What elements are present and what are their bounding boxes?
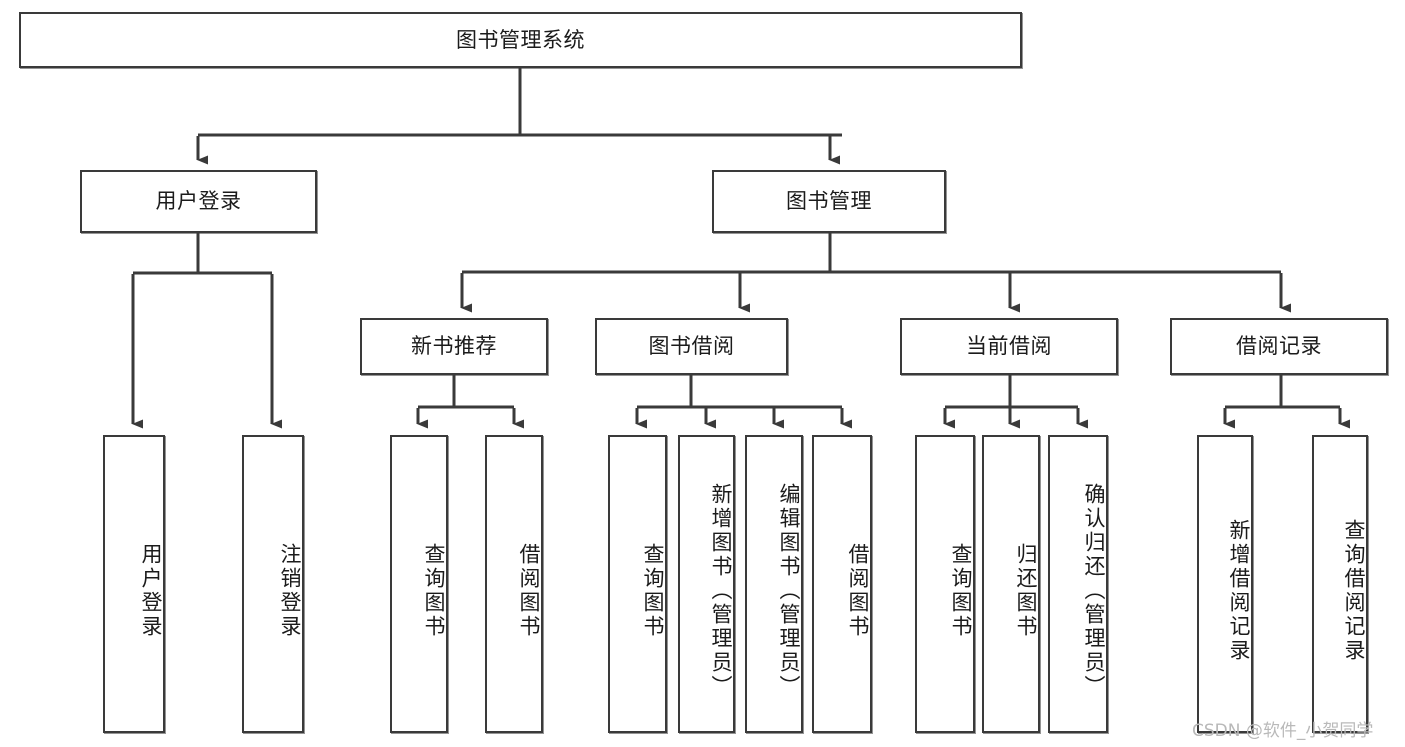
node-label: 归还图书: [1014, 543, 1038, 639]
node-new-book-recommend[interactable]: 新书推荐: [360, 318, 548, 375]
node-label: 用户登录: [139, 543, 163, 639]
node-label: 借阅图书: [517, 543, 541, 639]
leaf-return-book[interactable]: 归还图书: [982, 435, 1040, 733]
node-current-borrow[interactable]: 当前借阅: [900, 318, 1118, 375]
node-label: 查询图书: [422, 543, 446, 639]
node-label: 借阅图书: [846, 543, 870, 639]
node-book-management[interactable]: 图书管理: [712, 170, 946, 233]
leaf-query-book-1[interactable]: 查询图书: [390, 435, 448, 733]
node-label: 图书借阅: [648, 334, 735, 359]
leaf-query-record[interactable]: 查询借阅记录: [1312, 435, 1368, 733]
node-borrow-record[interactable]: 借阅记录: [1170, 318, 1388, 375]
leaf-borrow-book-2[interactable]: 借阅图书: [812, 435, 872, 733]
node-label: 新增借阅记录: [1227, 519, 1251, 663]
leaf-query-book-3[interactable]: 查询图书: [915, 435, 975, 733]
node-root-system[interactable]: 图书管理系统: [19, 12, 1022, 68]
node-label: 确认归还（管理员）: [1082, 483, 1106, 699]
node-book-borrow[interactable]: 图书借阅: [595, 318, 788, 375]
leaf-add-record[interactable]: 新增借阅记录: [1197, 435, 1253, 733]
leaf-borrow-book-1[interactable]: 借阅图书: [485, 435, 543, 733]
node-label: 图书管理: [786, 189, 872, 214]
node-label: 查询图书: [641, 543, 665, 639]
node-label: 用户登录: [155, 189, 242, 214]
leaf-edit-book[interactable]: 编辑图书（管理员）: [745, 435, 803, 733]
node-label: 查询图书: [949, 543, 973, 639]
node-label: 新增图书（管理员）: [709, 483, 733, 699]
leaf-confirm-return[interactable]: 确认归还（管理员）: [1048, 435, 1108, 733]
node-label: 借阅记录: [1236, 334, 1322, 359]
node-label: 当前借阅: [966, 334, 1052, 359]
node-label: 编辑图书（管理员）: [777, 483, 801, 699]
node-label: 新书推荐: [411, 334, 497, 359]
node-user-login[interactable]: 用户登录: [80, 170, 317, 233]
node-label: 注销登录: [278, 543, 302, 639]
leaf-user-login[interactable]: 用户登录: [103, 435, 165, 733]
leaf-query-book-2[interactable]: 查询图书: [608, 435, 667, 733]
node-label: 查询借阅记录: [1342, 519, 1366, 663]
leaf-add-book[interactable]: 新增图书（管理员）: [678, 435, 735, 733]
leaf-logout[interactable]: 注销登录: [242, 435, 304, 733]
node-label: 图书管理系统: [456, 27, 585, 52]
